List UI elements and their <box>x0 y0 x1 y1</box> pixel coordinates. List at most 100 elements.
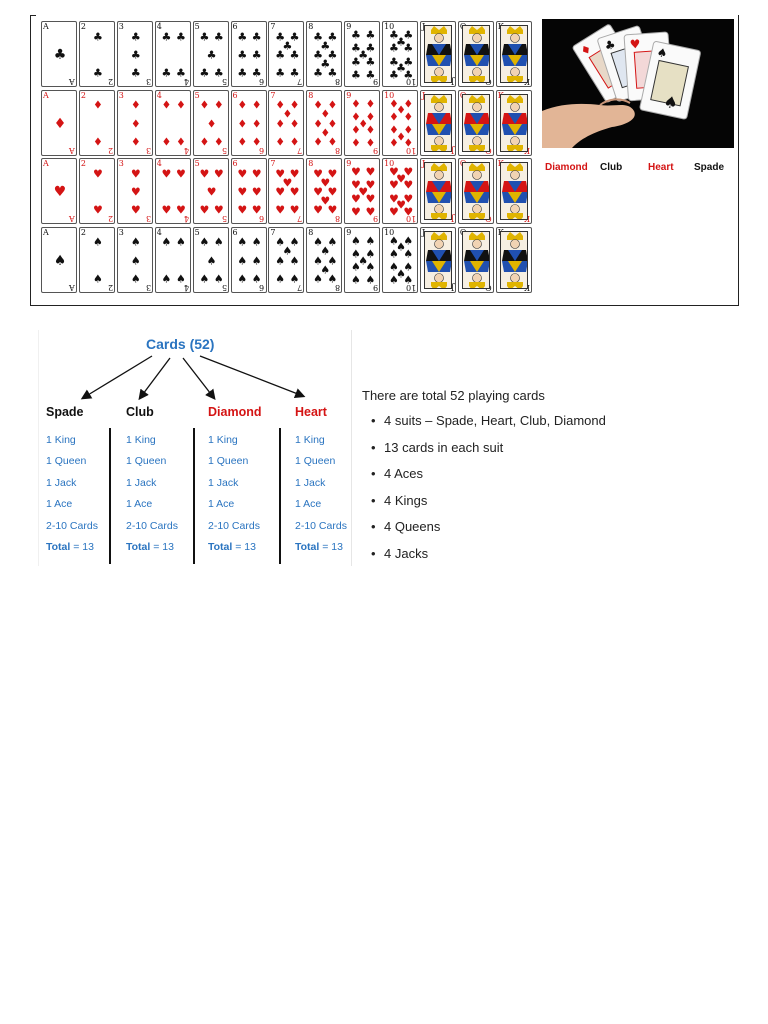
heart-pip-icon: ♥ <box>289 203 300 217</box>
diamond-pip-icon: ♦ <box>237 98 248 112</box>
heart-pip-icon: ♥ <box>92 203 103 217</box>
card-rank-label: 2 <box>107 145 113 155</box>
heart-pip-icon: ♥ <box>313 185 324 199</box>
spade-pip-icon: ♠ <box>289 272 300 286</box>
court-figure-icon <box>424 230 452 289</box>
heart-pip-icon: ♥ <box>251 167 262 181</box>
column-item: 1 Queen <box>126 455 167 467</box>
spade-pip-icon: ♠ <box>388 247 399 261</box>
court-figure-icon <box>499 162 528 220</box>
column-total-label: Total <box>46 541 71 553</box>
heart-pip-icon: ♥ <box>237 167 248 181</box>
spade-pip-icon: ♠ <box>206 254 217 267</box>
club-pip-icon: ♣ <box>403 41 414 55</box>
diamond-pip-icon: ♦ <box>365 110 376 124</box>
heart-pip-icon: ♥ <box>365 178 376 192</box>
spade-pip-icon: ♠ <box>289 254 300 267</box>
playing-card: QQ <box>457 226 494 293</box>
playing-card: QQ <box>457 89 494 156</box>
heart-pip-icon: ♥ <box>351 165 361 179</box>
diamond-pip-icon: ♦ <box>199 135 210 149</box>
card-rank-label: 3 <box>145 145 151 155</box>
deck-figure-frame <box>30 15 739 306</box>
diamond-pip-icon: ♦ <box>213 98 224 112</box>
diamond-pip-icon: ♦ <box>92 98 103 112</box>
club-pip-icon: ♣ <box>275 30 286 44</box>
diamond-pip-icon: ♦ <box>289 117 300 130</box>
card-rank-label: 3 <box>118 159 124 168</box>
facts-bullet: 4 Aces <box>371 466 606 493</box>
diamond-pip-icon: ♦ <box>92 135 103 149</box>
club-pip-icon: ♣ <box>289 48 300 62</box>
spade-pip-icon: ♠ <box>313 272 324 286</box>
card-rank-label: 5 <box>194 90 200 100</box>
diamond-pip-icon: ♦ <box>388 97 399 111</box>
heart-pip-icon: ♥ <box>320 176 331 190</box>
column-total-label: Total <box>295 541 320 553</box>
suit-caption-club: Club <box>600 162 623 173</box>
heart-pip-icon: ♥ <box>327 203 338 217</box>
facts-bullet: 4 Queens <box>371 519 606 546</box>
heart-pip-icon: ♥ <box>351 192 361 206</box>
heart-pip-icon: ♥ <box>237 203 248 217</box>
card-rank-label: 10 <box>384 159 395 168</box>
column-total: Total = 13 <box>46 541 94 553</box>
diamond-pip-icon: ♦ <box>161 98 172 112</box>
club-pip-icon: ♣ <box>327 30 338 44</box>
diamond-pip-icon: ♦ <box>175 98 186 112</box>
club-pip-icon: ♣ <box>282 39 293 53</box>
diamond-pip-icon: ♦ <box>275 135 286 149</box>
diamond-pip-icon: ♦ <box>289 135 300 149</box>
card-rank-label: 3 <box>118 227 124 237</box>
diamond-pip-icon: ♦ <box>251 117 262 130</box>
club-pip-icon: ♣ <box>313 66 324 80</box>
club-pip-icon: ♣ <box>289 66 300 80</box>
court-figure-icon <box>461 162 490 220</box>
club-pip-icon: ♣ <box>130 30 141 44</box>
spade-pip-icon: ♠ <box>275 254 286 267</box>
heart-pip-icon: ♥ <box>403 205 414 219</box>
card-rank-label: 7 <box>270 159 276 168</box>
card-rank-label: 7 <box>270 90 276 100</box>
heart-pip-icon: ♥ <box>289 167 300 181</box>
spade-pip-icon: ♠ <box>130 272 141 286</box>
club-pip-icon: ♣ <box>365 28 376 42</box>
column-item: 2-10 Cards <box>208 520 260 532</box>
spade-pip-icon: ♠ <box>365 260 376 274</box>
heart-pip-icon: ♥ <box>313 203 324 217</box>
heart-pip-icon: ♥ <box>161 203 172 217</box>
club-pip-icon: ♣ <box>275 48 286 62</box>
heart-pip-icon: ♥ <box>282 176 293 190</box>
spade-pip-icon: ♠ <box>358 254 369 267</box>
column-total: Total = 13 <box>295 541 343 553</box>
card-rank-label: 8 <box>308 227 314 237</box>
heart-pip-icon: ♥ <box>53 184 67 200</box>
spade-pip-icon: ♠ <box>403 260 414 274</box>
spade-pip-icon: ♠ <box>313 254 324 267</box>
court-figure-icon <box>499 93 528 152</box>
card-rank-label: 9 <box>346 159 352 168</box>
club-pip-icon: ♣ <box>403 28 414 42</box>
diamond-pip-icon: ♦ <box>365 136 376 150</box>
diamond-pip-icon: ♦ <box>251 135 262 149</box>
heart-pip-icon: ♥ <box>161 167 172 181</box>
heart-pip-icon: ♥ <box>351 178 361 192</box>
column-total: Total = 13 <box>208 541 256 553</box>
spade-pip-icon: ♠ <box>251 254 262 267</box>
diamond-pip-icon: ♦ <box>313 98 324 112</box>
suit-caption-spade: Spade <box>694 162 725 173</box>
column-item: 1 Jack <box>295 477 326 489</box>
diamond-pip-icon: ♦ <box>327 117 338 130</box>
heart-pip-icon: ♥ <box>403 192 414 206</box>
